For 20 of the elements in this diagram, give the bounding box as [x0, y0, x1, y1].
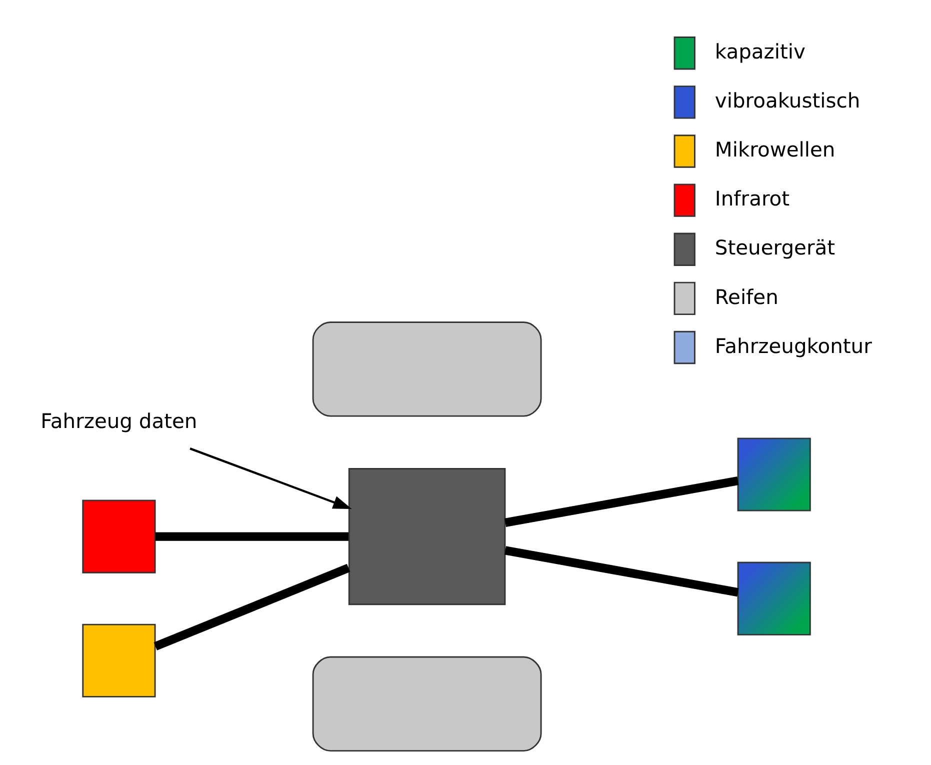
- connector: [153, 564, 350, 650]
- legend-label: vibroakustisch: [714, 88, 860, 113]
- node-box: [736, 562, 810, 636]
- legend-label: Reifen: [714, 284, 778, 309]
- node-text: Fahrzeug daten: [40, 408, 197, 433]
- legend-label: Fahrzeugkontur: [714, 334, 872, 358]
- connector: [504, 476, 738, 527]
- node-box: [312, 656, 542, 752]
- connector: [154, 532, 348, 541]
- legend-label: Mikrowellen: [714, 138, 835, 162]
- node-box: [348, 468, 506, 606]
- arrow: [189, 448, 352, 509]
- connector: [504, 546, 738, 597]
- legend-label: kapazitiv: [714, 39, 805, 64]
- node-box: [82, 624, 156, 698]
- node-box: [312, 322, 542, 417]
- node-box: [82, 500, 156, 574]
- legend-label: Steuergerät: [714, 236, 835, 260]
- legend-label: Infrarot: [714, 186, 790, 211]
- node-box: [736, 438, 810, 512]
